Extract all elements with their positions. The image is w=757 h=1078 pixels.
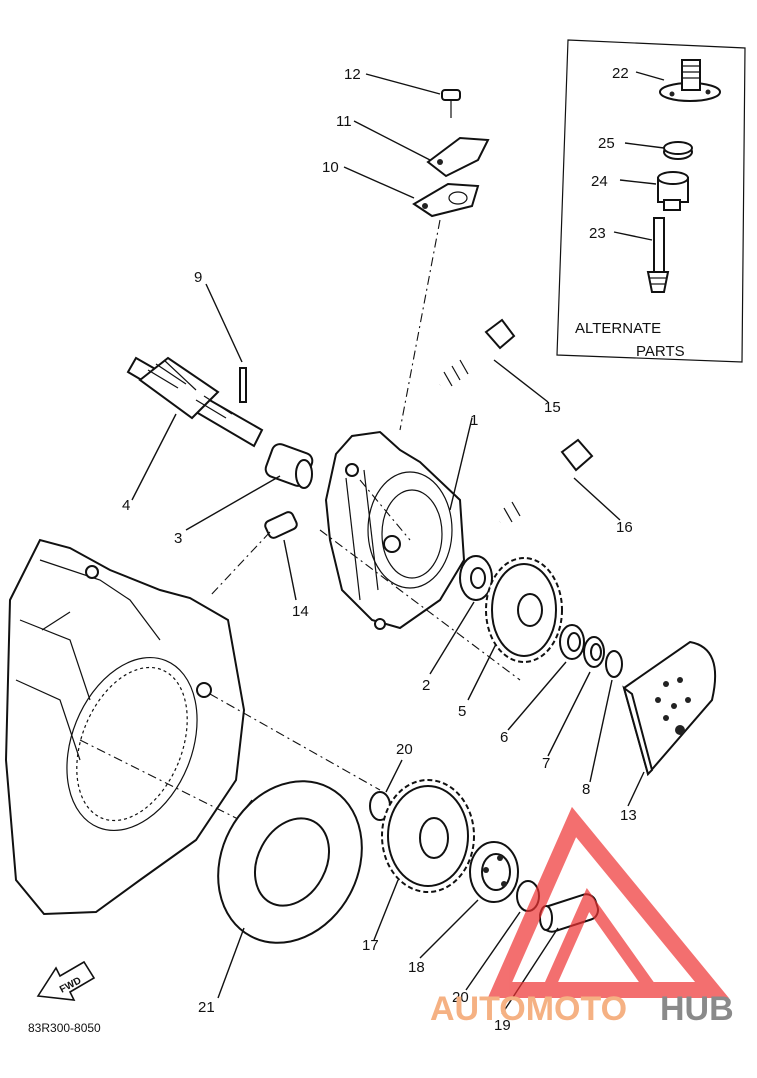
callout-6: 6 bbox=[500, 729, 508, 746]
part-5-gear bbox=[485, 557, 563, 663]
alternate-label-line2: PARTS bbox=[636, 343, 685, 360]
callout-9: 9 bbox=[194, 269, 202, 286]
callout-19: 19 bbox=[494, 1017, 511, 1034]
part-13-plate bbox=[622, 640, 717, 777]
fwd-arrow: FWD bbox=[36, 960, 96, 1001]
part-8-clip bbox=[605, 650, 623, 678]
callout-2: 2 bbox=[422, 677, 430, 694]
watermark-text-2: HUB bbox=[660, 990, 734, 1028]
callout-4: 4 bbox=[122, 497, 130, 514]
callout-7: 7 bbox=[542, 755, 550, 772]
callout-5: 5 bbox=[458, 703, 466, 720]
callout-18: 18 bbox=[408, 959, 425, 976]
part-9-pin bbox=[239, 367, 247, 403]
callout-3: 3 bbox=[174, 530, 182, 547]
callout-14: 14 bbox=[292, 603, 309, 620]
part-12-screw bbox=[441, 89, 461, 118]
part-21-ring bbox=[217, 780, 363, 944]
part-16-bolt bbox=[496, 438, 594, 526]
callout-labels: 1 2 3 4 5 6 7 8 9 10 11 12 13 14 15 16 1… bbox=[122, 65, 637, 1034]
part-3-bushing bbox=[264, 443, 314, 489]
crankcase bbox=[4, 538, 246, 916]
part-24-bushing bbox=[657, 171, 689, 211]
part-1-housing bbox=[324, 430, 466, 630]
callout-24: 24 bbox=[591, 173, 608, 190]
part-4-worm-shaft bbox=[126, 356, 264, 448]
part-25-seal bbox=[663, 141, 693, 160]
callout-10: 10 bbox=[322, 159, 339, 176]
part-22-fitting bbox=[659, 59, 721, 102]
callout-22: 22 bbox=[612, 65, 629, 82]
callout-11: 11 bbox=[336, 113, 352, 130]
diagram-code: 83R300-8050 bbox=[28, 1021, 101, 1035]
part-10-gasket bbox=[412, 182, 480, 218]
part-14-dowel bbox=[264, 511, 298, 539]
watermark-logo-icon bbox=[487, 806, 729, 998]
callout-13: 13 bbox=[620, 807, 637, 824]
part-23-shaft bbox=[646, 217, 670, 293]
callout-23: 23 bbox=[589, 225, 606, 242]
part-15-bolt bbox=[436, 318, 516, 389]
callout-17: 17 bbox=[362, 937, 379, 954]
alternate-parts-box: ALTERNATE PARTS bbox=[556, 39, 746, 363]
callout-16: 16 bbox=[616, 519, 633, 536]
part-7-washer bbox=[583, 636, 605, 668]
part-6-washer bbox=[559, 624, 585, 660]
alternate-label-line1: ALTERNATE bbox=[575, 320, 661, 337]
part-18-bearing bbox=[469, 841, 519, 903]
callout-12: 12 bbox=[344, 66, 361, 83]
part-11-cover bbox=[426, 136, 490, 178]
part-2-washer bbox=[459, 555, 493, 601]
part-17-gear bbox=[381, 779, 475, 893]
callout-8: 8 bbox=[582, 781, 590, 798]
callout-25: 25 bbox=[598, 135, 615, 152]
callout-15: 15 bbox=[544, 399, 561, 416]
callout-20-upper: 20 bbox=[396, 741, 413, 758]
callout-1: 1 bbox=[470, 412, 478, 429]
watermark-text-1: AUTOMOTO bbox=[430, 990, 627, 1028]
callout-20-lower: 20 bbox=[452, 989, 469, 1006]
callout-21: 21 bbox=[198, 999, 215, 1016]
